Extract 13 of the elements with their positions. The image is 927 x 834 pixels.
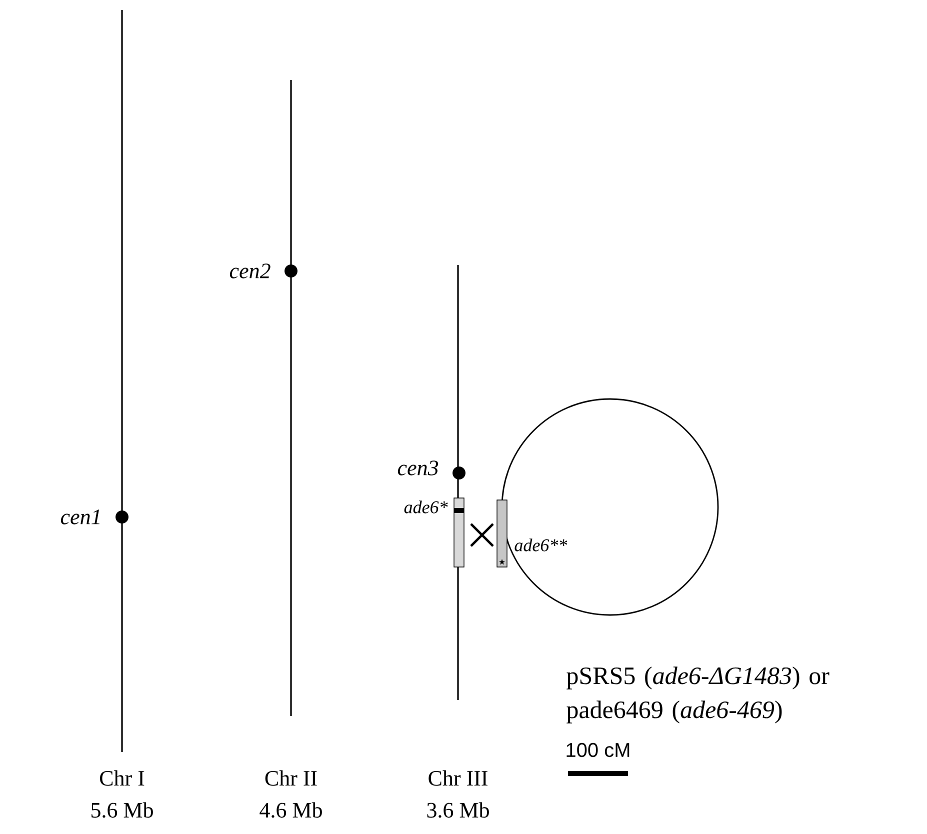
chromosome-label: 5.6 Mb (92, 802, 153, 818)
chromosome-label: 4.6 Mb (260, 802, 322, 818)
centromere-label: cen3 (398, 460, 438, 476)
centromere-label: cen2 (230, 264, 270, 278)
centromere-label: cen1 (60, 510, 100, 524)
gene-label: ade6** (514, 538, 568, 552)
plasmid-label: pSRS5 (ade6-ΔG1483) or pade6469 (ade6-469) (566, 666, 830, 724)
chromosome-label: Chr I (100, 770, 144, 786)
chromosome-label: Chr II (265, 770, 317, 786)
gene-label: ade6* (404, 500, 448, 514)
scale-label: 100 cM (566, 742, 630, 758)
chromosome-label: 3.6 Mb (427, 802, 489, 818)
chromosome-label: Chr III (428, 770, 488, 786)
